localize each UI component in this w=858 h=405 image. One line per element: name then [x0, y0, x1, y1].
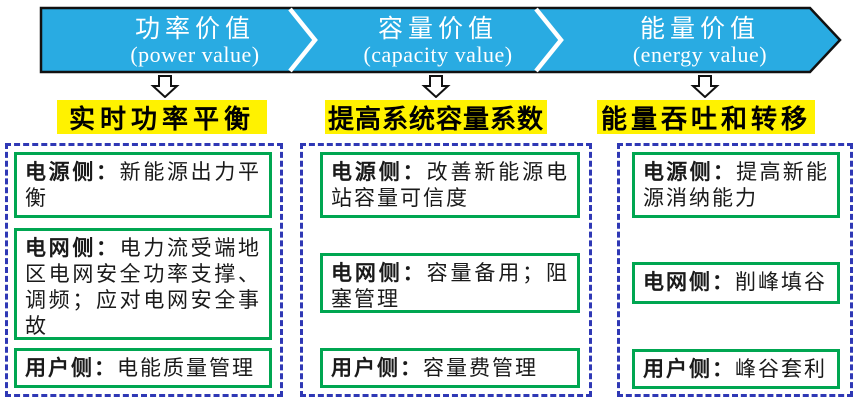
item-label: 用户侧：: [331, 356, 423, 380]
heading-capacity-factor: 提高系统容量系数: [325, 100, 547, 134]
item-grid-side: 电网侧：削峰填谷: [632, 262, 840, 304]
banner-segment-2-zh: 容量价值: [378, 15, 498, 43]
item-text: 新能源出力平衡: [25, 160, 262, 210]
item-label: 电网侧：: [643, 270, 735, 294]
panel-power-value: 电源侧：新能源出力平衡 电网侧：电力流受端地区电网安全功率支撑、调频；应对电网安…: [5, 143, 283, 397]
item-grid-side: 电网侧：容量备用；阻塞管理: [320, 253, 580, 313]
item-text: 峰谷套利: [735, 357, 827, 381]
item-label: 电网侧：: [25, 236, 120, 260]
down-arrow-icon: [421, 75, 451, 98]
item-text: 电能质量管理: [117, 356, 255, 380]
item-label: 电网侧：: [331, 261, 427, 285]
item-user-side: 用户侧：电能质量管理: [14, 348, 272, 388]
item-user-side: 用户侧：容量费管理: [320, 348, 580, 388]
banner-segment-1-zh: 功率价值: [135, 15, 255, 43]
value-stages-banner: 功率价值 (power value) 容量价值 (capacity value)…: [39, 6, 842, 98]
item-user-side: 用户侧：峰谷套利: [632, 349, 840, 389]
item-grid-side: 电网侧：电力流受端地区电网安全功率支撑、调频；应对电网安全事故: [14, 228, 272, 340]
item-text: 削峰填谷: [735, 270, 827, 294]
down-arrow-icon: [150, 75, 180, 98]
chevron-separator-icon: [534, 7, 564, 73]
item-text: 电力流受端地区电网安全功率支撑、调频；应对电网安全事故: [25, 236, 262, 338]
panel-energy-value: 电源侧：提高新能源消纳能力 电网侧：削峰填谷 用户侧：峰谷套利: [617, 143, 853, 397]
item-text: 容量备用；阻塞管理: [331, 261, 570, 311]
item-label: 用户侧：: [25, 356, 117, 380]
item-source-side: 电源侧：提高新能源消纳能力: [632, 152, 840, 218]
item-text: 改善新能源电站容量可信度: [331, 160, 570, 210]
chevron-separator-icon: [288, 7, 318, 73]
banner-arrow-shape: [39, 6, 842, 74]
banner-segment-1-en: (power value): [130, 42, 259, 67]
banner-segment-3-zh: 能量价值: [640, 15, 760, 43]
item-source-side: 电源侧：新能源出力平衡: [14, 152, 272, 218]
item-label: 电源侧：: [331, 160, 427, 184]
down-arrow-icon: [690, 75, 720, 98]
heading-energy-shift: 能量吞吐和转移: [597, 100, 815, 134]
banner-segment-3-en: (energy value): [633, 42, 767, 67]
item-label: 用户侧：: [643, 357, 735, 381]
item-label: 电源侧：: [25, 160, 120, 184]
heading-power-balance: 实时功率平衡: [57, 100, 267, 134]
item-source-side: 电源侧：改善新能源电站容量可信度: [320, 152, 580, 218]
item-text: 容量费管理: [423, 356, 538, 380]
item-text: 提高新能源消纳能力: [643, 160, 830, 210]
panel-capacity-value: 电源侧：改善新能源电站容量可信度 电网侧：容量备用；阻塞管理 用户侧：容量费管理: [300, 143, 592, 397]
item-label: 电源侧：: [643, 160, 737, 184]
banner-segment-2-en: (capacity value): [363, 42, 512, 67]
